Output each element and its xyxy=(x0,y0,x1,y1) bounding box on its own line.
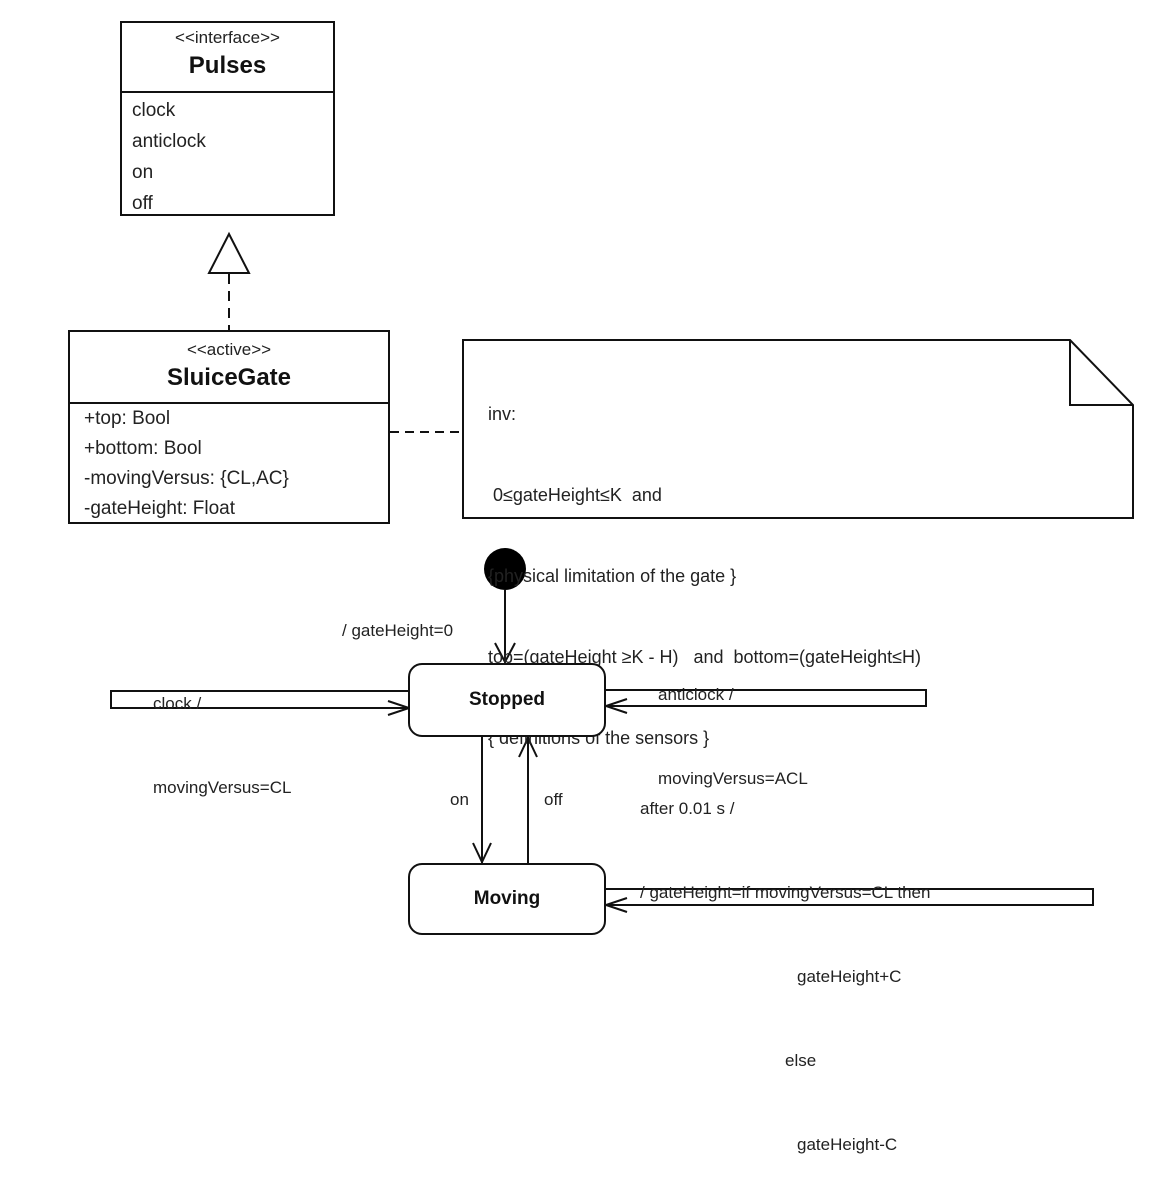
operation-item: off xyxy=(132,193,153,214)
class-attributes: +top: Bool +bottom: Bool -movingVersus: … xyxy=(70,404,388,524)
anticlock-transition-loop xyxy=(605,689,927,707)
note-line: inv: xyxy=(488,404,517,424)
note-shape xyxy=(462,339,1134,519)
off-transition-label: off xyxy=(544,790,563,809)
state-stopped-label: Stopped xyxy=(469,689,545,710)
operation-item: clock xyxy=(132,100,176,121)
interface-name: Pulses xyxy=(188,52,267,79)
after-else-branch: gateHeight-C xyxy=(797,1135,898,1154)
attribute-item: +top: Bool xyxy=(84,408,171,429)
class-sluicegate[interactable]: <<active>> SluiceGate +top: Bool +bottom… xyxy=(68,330,390,524)
off-arrowhead-icon xyxy=(518,735,538,758)
initial-arrowhead-icon xyxy=(494,642,516,665)
class-name: SluiceGate xyxy=(166,364,292,391)
anticlock-trigger: anticlock / xyxy=(658,685,734,704)
anticlock-transition-label: anticlock / movingVersus=ACL xyxy=(658,625,808,821)
after-else-keyword: else xyxy=(785,1051,817,1070)
operation-item: anticlock xyxy=(132,131,206,152)
state-moving-label: Moving xyxy=(473,888,541,909)
anticlock-action: movingVersus=ACL xyxy=(658,769,808,788)
clock-transition-loop xyxy=(110,690,410,709)
after-trigger: after 0.01 s / xyxy=(640,799,735,818)
after-transition-label: after 0.01 s / / gateHeight=if movingVer… xyxy=(640,739,930,1187)
class-stereotype: <<active>> xyxy=(186,340,272,359)
initial-transition-label: / gateHeight=0 xyxy=(342,621,454,640)
operation-item: on xyxy=(132,162,154,183)
note-line: 0≤gateHeight≤K and xyxy=(488,485,662,505)
note-line: top=(gateHeight ≥K - H) and bottom=(gate… xyxy=(488,647,921,667)
interface-operations: clock anticlock on off xyxy=(122,93,333,219)
attribute-item: -gateHeight: Float xyxy=(84,498,236,519)
attribute-item: -movingVersus: {CL,AC} xyxy=(84,468,289,489)
interface-stereotype: <<interface>> xyxy=(175,28,280,47)
on-transition-label: on xyxy=(450,790,469,809)
invariant-note: inv: 0≤gateHeight≤K and {physical limita… xyxy=(488,347,921,779)
note-fold-corner xyxy=(1069,340,1133,406)
interface-pulses[interactable]: <<interface>> Pulses clock anticlock on … xyxy=(120,21,335,216)
clock-action: movingVersus=CL xyxy=(153,778,292,797)
realization-triangle-icon xyxy=(207,231,251,274)
interface-header: <<interface>> Pulses xyxy=(122,23,333,93)
clock-trigger: clock / xyxy=(153,694,202,713)
diagram-connectors xyxy=(110,231,1134,913)
state-stopped[interactable]: Stopped xyxy=(408,663,606,737)
after-then-branch: gateHeight+C xyxy=(797,967,902,986)
after-action: / gateHeight=if movingVersus=CL then xyxy=(640,883,931,902)
state-moving[interactable]: Moving xyxy=(408,863,606,935)
anticlock-arrowhead-icon xyxy=(602,698,628,714)
after-arrowhead-icon xyxy=(602,897,628,913)
initial-state-dot xyxy=(484,548,526,590)
class-header: <<active>> SluiceGate xyxy=(70,332,388,404)
clock-transition-label: clock / movingVersus=CL xyxy=(153,634,291,830)
on-arrowhead-icon xyxy=(472,842,492,865)
note-line: {physical limitation of the gate } xyxy=(488,566,737,586)
after-transition-loop xyxy=(605,888,1094,906)
attribute-item: +bottom: Bool xyxy=(84,438,202,459)
